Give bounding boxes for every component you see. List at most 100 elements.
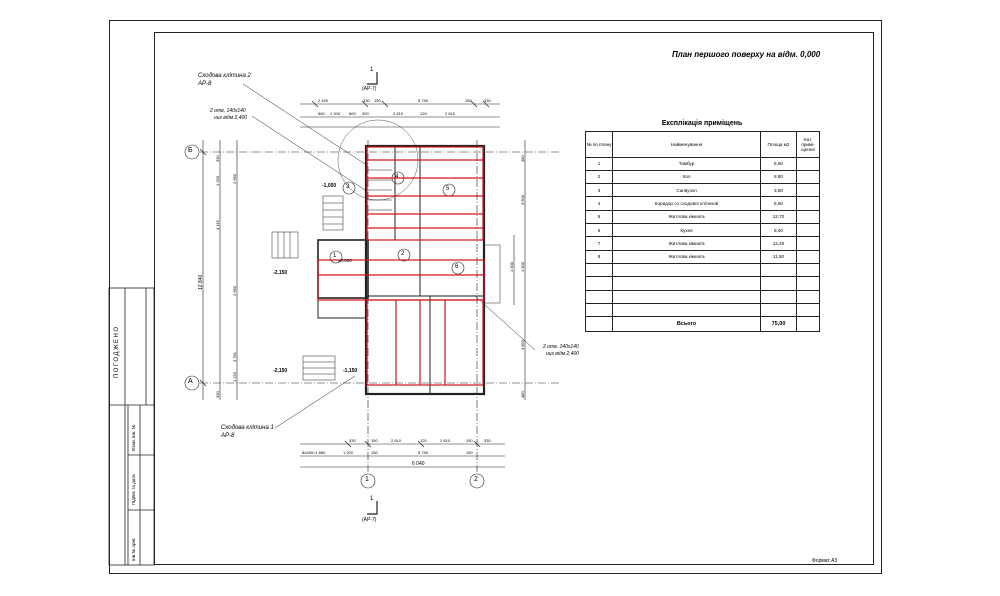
axis-marker-b [184,144,200,160]
table-cell-name: Житлова кімната [612,209,761,225]
table-cell-num: 6 [585,223,613,238]
explication-table: № по плану Найменування Площа м2 Кат. пр… [585,131,820,332]
dim-text: 1 200 [330,111,341,116]
table-cell-num: 4 [585,196,613,211]
dim-text: 4 500 [520,194,525,205]
table-cell-area: 11,50 [760,249,797,264]
table-cell-name: Тамбур [612,156,761,171]
dim-text: 150 [371,450,378,455]
approved-box [108,287,155,566]
dim-text: 120 [420,111,427,116]
room-num-5: 5 [446,186,450,192]
dim-text: 600 [349,111,356,116]
level-mark: ±0,000 [338,258,352,263]
dim-text: 2 610 [445,111,456,116]
header-name: Найменування [612,131,761,158]
section-ref-bottom: (АР-7) [362,517,377,523]
total-row: Всього 75,00 [585,316,820,332]
dim-text: 1 200 [343,450,354,455]
level-mark: -2,150 [273,270,288,276]
dim-text: 330 [363,98,370,103]
sheet-outer-frame [109,20,882,574]
dim-text: 150 [374,98,381,103]
table-cell-cat [796,209,820,225]
table-cell-area: 8,80 [760,169,797,185]
stair1-label: Сходова клітина 1 [221,425,274,431]
dim-text: 4 850 [520,339,525,350]
table-row-empty [585,262,820,278]
format-label: Формат А3 [812,558,838,564]
dim-text: 1 260 [215,175,220,186]
table-cell-num: 3 [585,183,613,198]
table-cell-name: Коридор со сходової клітиной [612,196,761,211]
dim-text: 2 610 [391,438,402,443]
table-cell-area: 8,40 [760,223,797,238]
main-wall-outline [364,144,486,396]
table-cell-name: Кухня [612,223,761,238]
section-num-bottom: 1 [370,496,374,502]
axis-marker-a [184,375,200,391]
opening-level-bottom: низ відм 2,400 [546,351,580,357]
axis-label-2: 2 [474,476,478,483]
opening-label-top: 2 отв. 140х140 [210,108,246,114]
table-cell-area: 12,70 [760,209,797,225]
stair2-ref: АР-8 [198,81,212,87]
sheet-title: План першого поверху на відм. 0,000 [672,50,821,59]
dim-text: 330 [349,438,356,443]
room-num-6: 6 [455,264,459,270]
table-cell-name: Житлова кімната [612,249,761,264]
axis-label-1: 1 [365,476,369,483]
axis-label-a: А [188,378,193,385]
dim-text: 1 500 [520,261,525,272]
dim-text: 150 [466,438,473,443]
axis-marker-1 [360,473,376,489]
table-cell-cat [796,223,820,238]
room-marker-3 [342,181,356,195]
section-mark-bottom [367,501,378,515]
header-number: № по плану [585,131,613,158]
drawing-frame [154,32,874,565]
room-num-4: 4 [395,174,399,180]
dim-text: 8х280=1 680 [302,450,326,455]
table-cell-num: 5 [585,209,613,225]
dim-text: 2 440 [318,98,329,103]
table-row-empty [585,276,820,291]
dim-text: 2 660 [232,285,237,296]
dim-text: 150 [465,98,472,103]
total-label: Всього [612,316,761,332]
table-cell-name: Хол [612,169,761,185]
dim-text: 330 [215,155,220,162]
dim-text: 330 [484,438,491,443]
table-cell-cat [796,183,820,198]
explication-title: Експлікація приміщень [661,120,743,127]
dim-text: 1 220 [232,371,237,382]
room-marker-1 [329,250,343,264]
opening-level-top: низ відм 2,400 [214,115,248,121]
dim-total-left: 12 840 [198,274,204,290]
room-num-1: 1 [333,253,337,259]
dim-text: 150 [371,438,378,443]
level-mark: -1,050 [322,183,337,189]
table-cell-name: Санвузол [612,183,761,198]
table-cell-num: 8 [585,249,613,264]
dim-text: 560 [318,111,325,116]
section-mark-top [367,72,378,85]
dim-text: 2 610 [440,438,451,443]
room-marker-6 [451,261,465,275]
level-mark: -2,150 [273,368,288,374]
axis-label-b: Б [188,147,193,154]
table-cell-area: 8,90 [760,156,797,171]
table-cell-area: 3,50 [760,183,797,198]
room-num-3: 3 [346,184,350,190]
table-cell-cat [796,236,820,251]
table-cell-area: 12,40 [760,236,797,251]
table-cell-cat [796,249,820,264]
dim-text: 1 500 [509,261,514,272]
